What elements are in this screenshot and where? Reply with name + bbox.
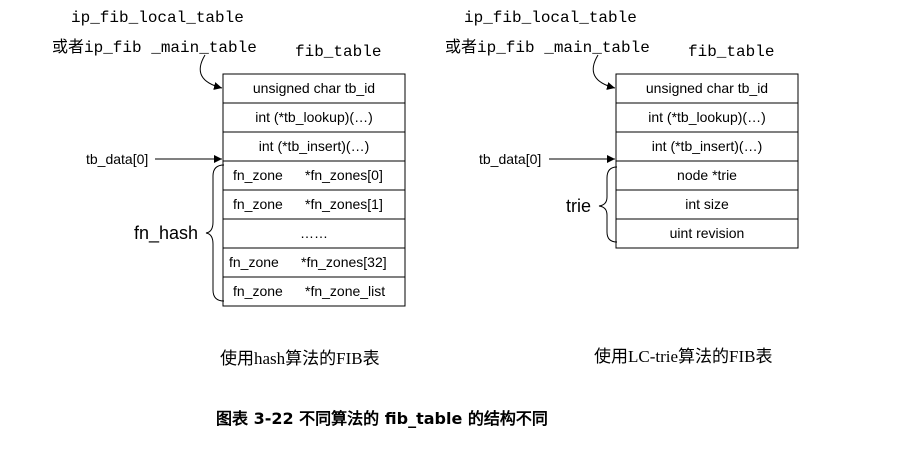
left-header-line2: 或者ip_fib _main_table bbox=[52, 39, 257, 57]
left-header-arrow bbox=[199, 54, 223, 90]
figure-caption: 图表 3-22 不同算法的 fib_table 的结构不同 bbox=[216, 409, 548, 428]
left-zone-field-32: *fn_zones[32] bbox=[301, 254, 387, 270]
right-header-line2: 或者ip_fib _main_table bbox=[445, 39, 650, 57]
right-row-tb-id: unsigned char tb_id bbox=[645, 80, 769, 96]
right-struct-label: fib_table bbox=[688, 43, 775, 61]
right-row-size: int size bbox=[685, 196, 729, 212]
left-row-tb-lookup: int (*tb_lookup)(…) bbox=[255, 109, 373, 125]
right-table-frame bbox=[615, 73, 799, 249]
right-row-revision: uint revision bbox=[669, 225, 745, 241]
left-row-tb-id: unsigned char tb_id bbox=[252, 80, 376, 96]
left-row-tb-insert: int (*tb_insert)(…) bbox=[258, 138, 370, 154]
left-zone-field-list: *fn_zone_list bbox=[305, 283, 386, 299]
right-header-line1: ip_fib_local_table bbox=[464, 9, 637, 27]
left-subcaption: 使用hash算法的FIB表 bbox=[220, 349, 380, 368]
left-pointer-label: tb_data[0] bbox=[86, 151, 149, 167]
left-zone-type-1: fn_zone bbox=[233, 196, 283, 212]
right-brace-label: trie bbox=[566, 196, 592, 216]
left-brace-label: fn_hash bbox=[134, 223, 199, 243]
left-zone-ellipsis: …… bbox=[300, 225, 328, 241]
right-pointer-label: tb_data[0] bbox=[479, 151, 542, 167]
left-zone-field-0: *fn_zones[0] bbox=[305, 167, 383, 183]
right-row-tb-insert: int (*tb_insert)(…) bbox=[651, 138, 763, 154]
left-header-line1: ip_fib_local_table bbox=[71, 9, 244, 27]
left-table-frame bbox=[222, 73, 406, 307]
right-header-arrow bbox=[592, 54, 616, 90]
left-zone-type-list: fn_zone bbox=[233, 283, 283, 299]
left-zone-field-1: *fn_zones[1] bbox=[305, 196, 383, 212]
right-brace bbox=[598, 166, 618, 243]
left-brace bbox=[205, 164, 225, 302]
left-zone-type-32: fn_zone bbox=[229, 254, 279, 270]
left-zone-type-0: fn_zone bbox=[233, 167, 283, 183]
left-struct-label: fib_table bbox=[295, 43, 382, 61]
right-row-tb-lookup: int (*tb_lookup)(…) bbox=[648, 109, 766, 125]
right-subcaption: 使用LC-trie算法的FIB表 bbox=[594, 347, 773, 366]
right-row-trie: node *trie bbox=[677, 167, 737, 183]
